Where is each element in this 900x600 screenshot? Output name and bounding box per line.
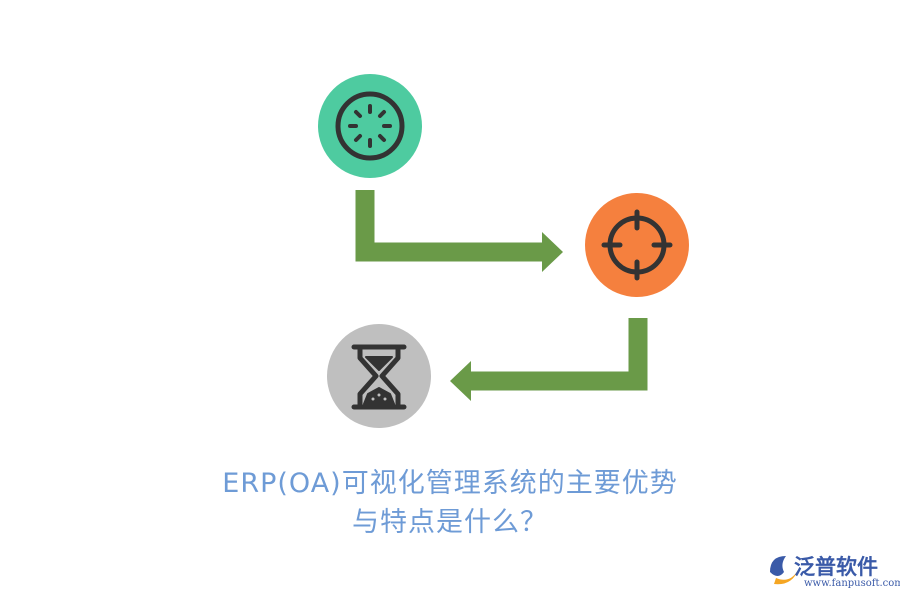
node-hourglass xyxy=(327,324,431,428)
node-target xyxy=(585,193,689,297)
fanpu-logo-mark xyxy=(770,556,798,585)
arrow-target-to-hourglass xyxy=(450,318,648,401)
hourglass-icon xyxy=(351,344,407,410)
arrow-gear-to-target xyxy=(355,190,563,272)
gear-icon xyxy=(335,91,405,161)
node-gear xyxy=(318,74,422,178)
crosshair-icon xyxy=(601,209,673,281)
logo-url: www.fanpusoft.com xyxy=(804,578,900,589)
logo-name: 泛普软件 xyxy=(794,555,878,579)
diagram-title-line2: 与特点是什么？ xyxy=(352,507,548,538)
diagram-title-line1: ERP(OA)可视化管理系统的主要优势 xyxy=(222,468,678,499)
